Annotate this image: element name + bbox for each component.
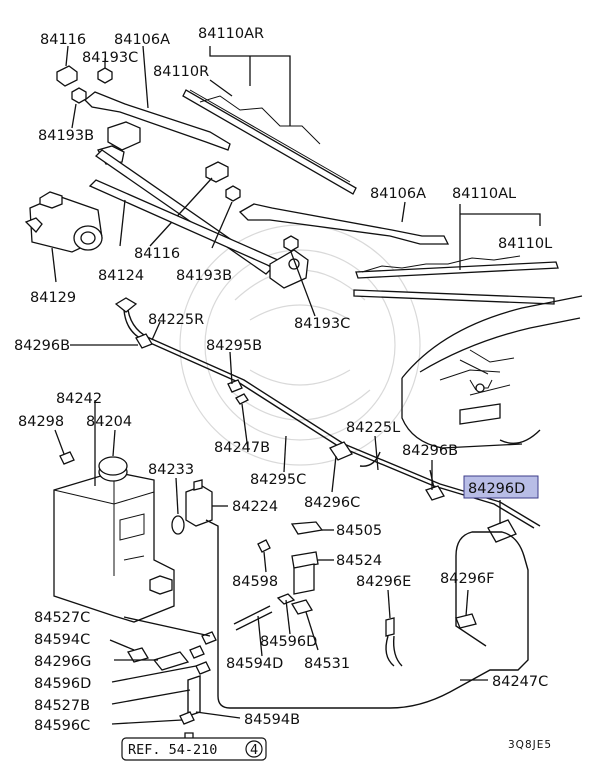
- wiper-arm-left: [238, 201, 450, 245]
- label-84193C-mid: 84193C: [294, 316, 350, 332]
- label-84296C: 84296C: [304, 495, 360, 511]
- hose-84594D: [233, 605, 273, 657]
- label-84110AR: 84110AR: [198, 26, 264, 42]
- label-84224: 84224: [232, 499, 278, 515]
- vehicle-sketch: [401, 295, 583, 449]
- label-84296B-left: 84296B: [14, 338, 70, 354]
- pump-84524: [291, 551, 334, 595]
- label-84296D[interactable]: 84296D: [468, 481, 525, 497]
- label-84129: 84129: [30, 290, 76, 306]
- nut-84193b-top: [71, 87, 87, 129]
- label-84296G: 84296G: [34, 654, 91, 670]
- reference-text: REF. 54-210: [128, 742, 217, 758]
- label-84110L: 84110L: [498, 236, 552, 252]
- reference-circled-number: 4: [250, 742, 258, 758]
- label-84193B-top: 84193B: [38, 128, 94, 144]
- wiper-cap-mid: [149, 161, 229, 247]
- label-84296F: 84296F: [440, 571, 494, 587]
- figure-code: 3Q8JE5: [508, 739, 552, 751]
- label-84295B: 84295B: [206, 338, 262, 354]
- label-84106A-mid: 84106A: [370, 186, 426, 202]
- clip-84296F: [455, 589, 477, 629]
- label-84204: 84204: [86, 414, 132, 430]
- tank-clip: [54, 429, 75, 465]
- label-84296E: 84296E: [356, 574, 411, 590]
- link-rod: [88, 179, 297, 277]
- reference-circle: [245, 740, 263, 758]
- wiper-arm-right: [84, 45, 231, 151]
- label-84594D: 84594D: [226, 656, 283, 672]
- label-84193B-mid: 84193B: [176, 268, 232, 284]
- label-84116-mid: 84116: [134, 246, 180, 262]
- label-84242: 84242: [56, 391, 102, 407]
- label-84233: 84233: [148, 462, 194, 478]
- clip-84505: [290, 521, 334, 535]
- washer-tank: [53, 400, 175, 623]
- nut-84193b-mid: [211, 185, 241, 249]
- label-84247C: 84247C: [492, 674, 548, 690]
- wiper-blade-right: [182, 46, 357, 195]
- label-84295C: 84295C: [250, 472, 306, 488]
- part-labels: 84116 84106A 84110AR 84193C 84110R 84193…: [14, 26, 552, 734]
- leader-84296B-right: [429, 469, 435, 489]
- label-84524: 84524: [336, 553, 382, 569]
- label-84124: 84124: [98, 268, 144, 284]
- label-84298: 84298: [18, 414, 64, 430]
- nut-84193c-top: [97, 58, 113, 84]
- label-84596C: 84596C: [34, 718, 90, 734]
- label-84531: 84531: [304, 656, 350, 672]
- screw-84598: [257, 539, 271, 573]
- reference-box[interactable]: REF. 54-210 4: [121, 737, 267, 761]
- filter-84596D: [276, 593, 319, 651]
- label-84527C: 84527C: [34, 610, 90, 626]
- label-84594C: 84594C: [34, 632, 90, 648]
- label-84598: 84598: [232, 574, 278, 590]
- label-84110AL: 84110AL: [452, 186, 516, 202]
- wiper-blade-left: [353, 204, 559, 305]
- wiper-cap-top: [56, 45, 78, 87]
- label-84247B: 84247B: [214, 440, 270, 456]
- lower-left-parts: [109, 616, 241, 750]
- label-84596D-left: 84596D: [34, 676, 91, 692]
- wiper-motor: [24, 191, 103, 283]
- pump-grommet: [171, 477, 185, 535]
- label-84596D-right: 84596D: [260, 634, 317, 650]
- label-84505: 84505: [336, 523, 382, 539]
- label-84594B: 84594B: [244, 712, 300, 728]
- label-84225L: 84225L: [346, 420, 400, 436]
- washer-hose-run: [70, 297, 541, 543]
- highlight-84296D: [463, 475, 539, 499]
- label-84527B: 84527B: [34, 698, 90, 714]
- washer-pump: [185, 479, 529, 709]
- label-84106A-top: 84106A: [114, 32, 170, 48]
- label-84225R: 84225R: [148, 312, 204, 328]
- nut-84193c-mid: [283, 235, 316, 317]
- label-84296B-right: 84296B: [402, 443, 458, 459]
- label-84193C-top: 84193C: [82, 50, 138, 66]
- clip-84296E: [385, 589, 403, 667]
- label-84116-top: 84116: [40, 32, 86, 48]
- label-84110R: 84110R: [153, 64, 209, 80]
